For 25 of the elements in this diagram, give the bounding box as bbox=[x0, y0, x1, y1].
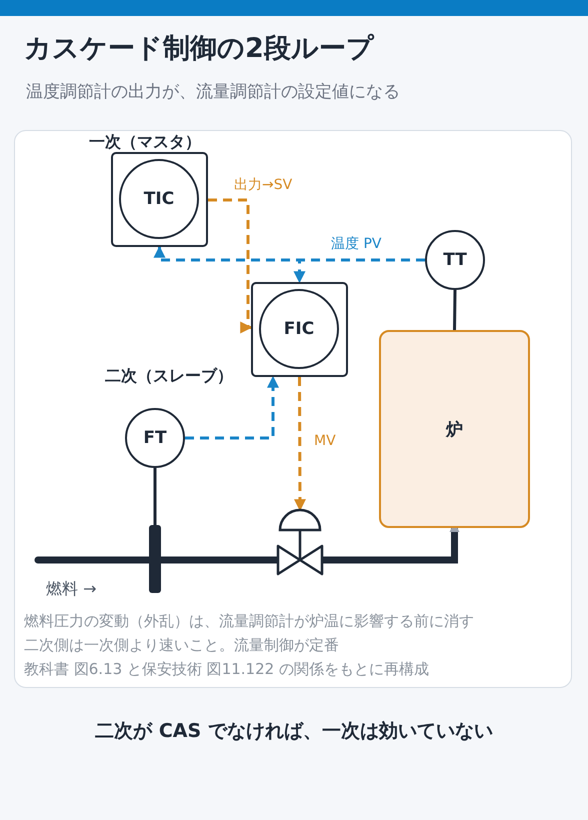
signal-arrow bbox=[294, 377, 306, 512]
loop-heading: 二次（スレーブ） bbox=[105, 366, 233, 387]
instrument-tag: FIC bbox=[284, 319, 314, 339]
controller-box bbox=[251, 282, 348, 377]
signal-arrow bbox=[208, 198, 252, 334]
note-text: 燃料圧力の変動（外乱）は、流量調節計が炉温に影響する前に消す bbox=[24, 612, 474, 631]
connector-line bbox=[154, 468, 156, 525]
signal-arrow bbox=[185, 376, 279, 440]
connector-line bbox=[453, 290, 456, 330]
flow-label: 燃料 → bbox=[45, 579, 98, 600]
orifice-plate bbox=[149, 525, 161, 593]
edge-label: 出力→SV bbox=[233, 176, 294, 194]
caption: 二次が CAS でなければ、一次は効いていない bbox=[94, 719, 494, 744]
instrument-tag: FT bbox=[143, 428, 167, 448]
instrument-tag: TT bbox=[443, 250, 467, 270]
furnace-label: 炉 bbox=[446, 418, 463, 440]
subtitle: 温度調節計の出力が、流量調節計の設定値になる bbox=[26, 81, 400, 103]
loop-heading: 一次（マスタ） bbox=[89, 132, 201, 153]
furnace-box bbox=[379, 330, 530, 528]
note-text: 二次側は一次側より速いこと。流量制御が定番 bbox=[24, 636, 339, 655]
source-note: 教科書 図6.13 と保安技術 図11.122 の関係をもとに再構成 bbox=[24, 660, 429, 679]
edge-label: 温度 PV bbox=[330, 235, 382, 253]
title: カスケード制御の2段ループ bbox=[24, 32, 374, 66]
instrument-tag: TIC bbox=[144, 189, 174, 209]
control-valve-icon bbox=[277, 510, 323, 576]
